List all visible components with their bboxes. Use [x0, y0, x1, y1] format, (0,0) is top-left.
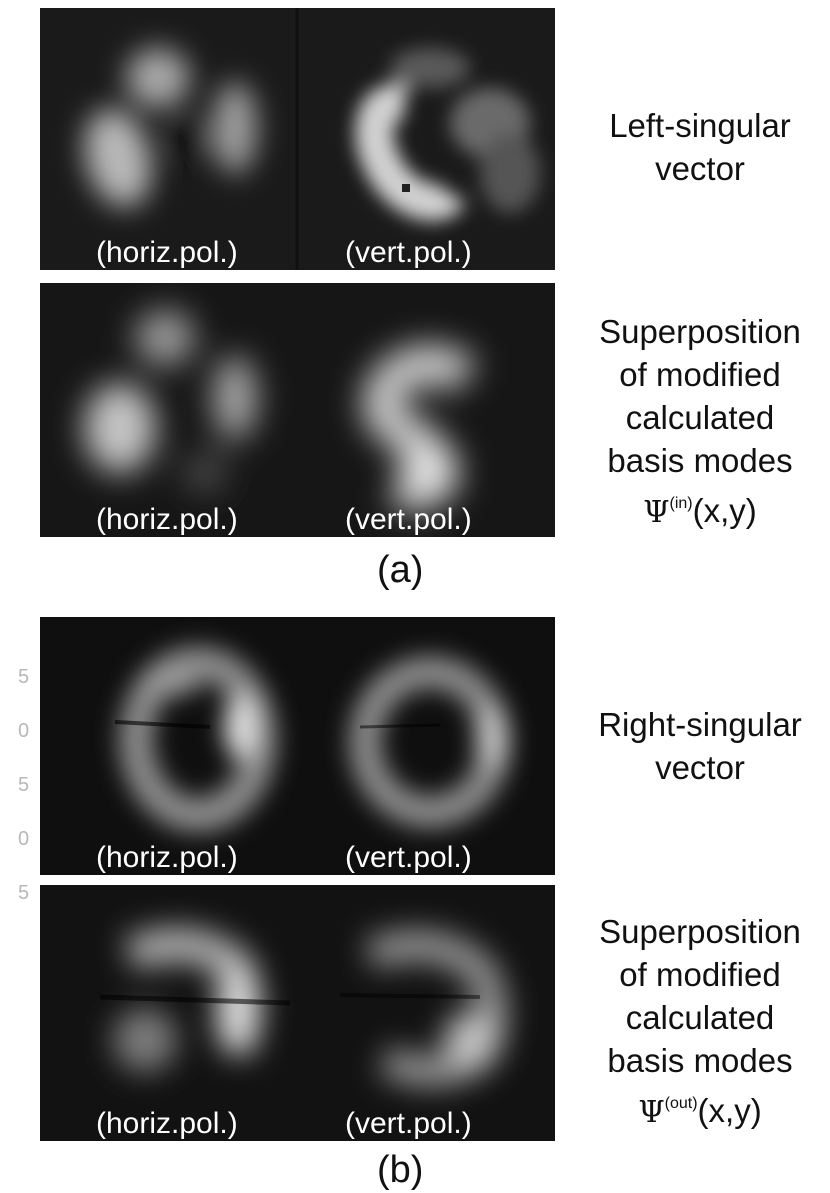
formula-args: (x,y): [692, 492, 757, 529]
edge-mark: 0: [18, 828, 30, 850]
vert-pol-label: (vert.pol.): [345, 841, 472, 874]
caption-line: Right-singular: [598, 706, 802, 743]
vert-pol-label: (vert.pol.): [345, 503, 472, 536]
subfigure-label-b: (b): [377, 1149, 424, 1191]
edge-mark: 5: [18, 666, 30, 688]
formula-psi-out: Ψ(out)(x,y): [575, 1082, 825, 1134]
caption-line: vector: [655, 150, 745, 187]
panel-superposition-out: (horiz.pol.) (vert.pol.): [40, 885, 555, 1141]
caption-line: vector: [655, 749, 745, 786]
formula-superscript: (in): [669, 495, 693, 512]
edge-mark: 0: [18, 720, 30, 742]
caption-line: of modified: [619, 356, 781, 393]
caption-line: Superposition: [599, 313, 801, 350]
caption-superposition-out: Superposition of modified calculated bas…: [575, 910, 825, 1134]
panel-superposition-in: (horiz.pol.) (vert.pol.): [40, 283, 555, 537]
caption-superposition-in: Superposition of modified calculated bas…: [575, 310, 825, 534]
horiz-pol-label: (horiz.pol.): [96, 236, 238, 269]
panel-right-singular-vector: (horiz.pol.) (vert.pol.): [40, 617, 555, 875]
edge-mark: 5: [18, 774, 30, 796]
formula-args: (x,y): [697, 1092, 762, 1129]
vert-pol-label: (vert.pol.): [345, 236, 472, 269]
subfigure-label-a: (a): [377, 549, 424, 591]
vert-pol-label: (vert.pol.): [345, 1107, 472, 1140]
right-singular-intensity-image: [40, 617, 555, 875]
caption-line: Superposition: [599, 913, 801, 950]
formula-psi-in: Ψ(in)(x,y): [575, 482, 825, 534]
horiz-pol-label: (horiz.pol.): [96, 503, 238, 536]
horiz-pol-label: (horiz.pol.): [96, 841, 238, 874]
caption-left-singular-vector: Left-singular vector: [575, 104, 825, 190]
psi-symbol: Ψ: [638, 1095, 665, 1130]
left-singular-intensity-image: [40, 8, 555, 270]
caption-line: of modified: [619, 956, 781, 993]
psi-symbol: Ψ: [643, 495, 670, 530]
caption-line: calculated: [625, 999, 775, 1036]
edge-mark: 5: [18, 882, 30, 904]
horiz-pol-label: (horiz.pol.): [96, 1107, 238, 1140]
panel-left-singular-vector: (horiz.pol.) (vert.pol.): [40, 8, 555, 270]
caption-line: basis modes: [607, 1042, 793, 1079]
caption-line: Left-singular: [609, 107, 791, 144]
superposition-in-intensity-image: [40, 283, 555, 537]
caption-line: basis modes: [607, 442, 793, 479]
formula-superscript: (out): [664, 1095, 698, 1112]
caption-line: calculated: [625, 399, 775, 436]
edge-marks: 5 0 5 0 5: [18, 650, 30, 904]
superposition-out-intensity-image: [40, 885, 555, 1141]
caption-right-singular-vector: Right-singular vector: [575, 703, 825, 789]
